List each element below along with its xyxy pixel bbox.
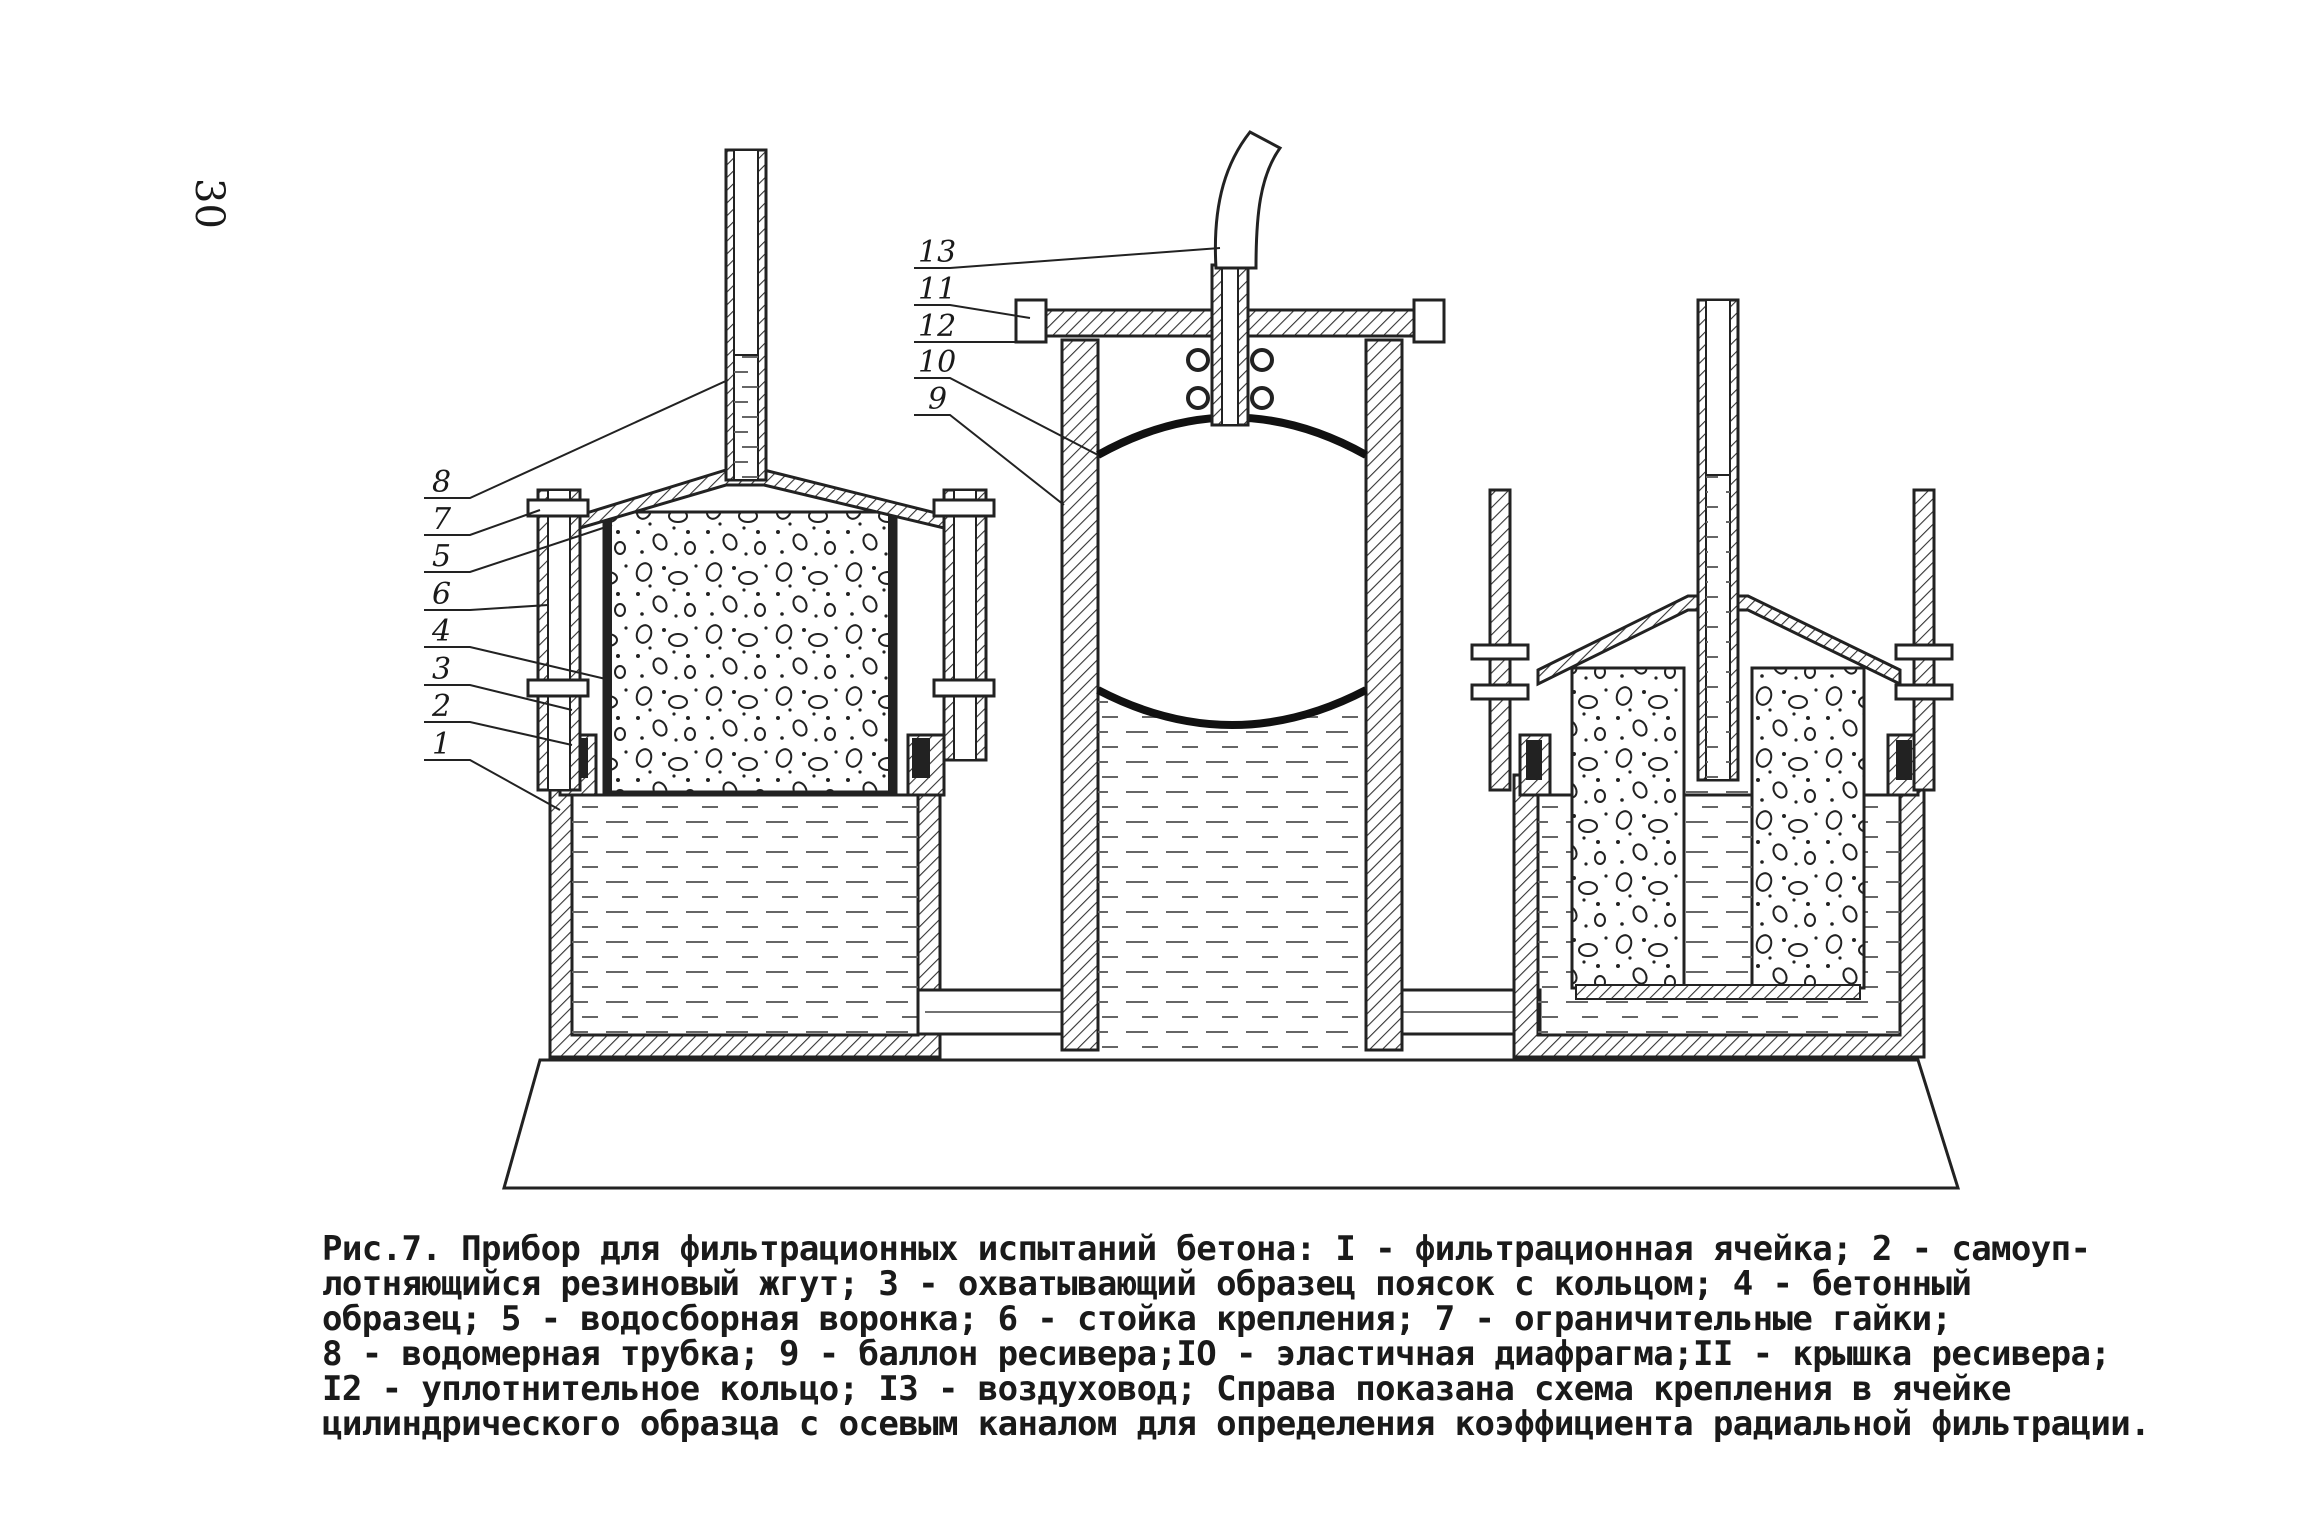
callout-1: 1 xyxy=(432,727,451,762)
callout-leaders xyxy=(424,247,1221,811)
caption-line: цилиндрического образца с осевым каналом… xyxy=(322,1404,2151,1444)
callout-7: 7 xyxy=(432,502,452,537)
caption-line: I2 - уплотнительное кольцо; I3 - воздухо… xyxy=(322,1369,2012,1409)
base-plate xyxy=(502,1058,1961,1190)
caption-line: Рис.7. Прибор для фильтрационных испытан… xyxy=(322,1229,2091,1269)
connecting-pipe-left xyxy=(916,988,1080,1036)
callout-12: 12 xyxy=(918,309,956,344)
callout-4: 4 xyxy=(431,614,451,649)
callout-5: 5 xyxy=(432,539,451,574)
callout-9: 9 xyxy=(928,382,947,417)
filtration-cell-right xyxy=(1470,298,1954,1059)
callout-13: 13 xyxy=(918,235,956,270)
caption-line: лотняющийся резиновый жгут; 3 - охватыва… xyxy=(322,1264,1972,1304)
callout-11: 11 xyxy=(918,272,956,307)
caption-line: 8 - водомерная трубка; 9 - баллон ресиве… xyxy=(322,1334,2111,1374)
callout-10: 10 xyxy=(918,345,956,380)
callout-6: 6 xyxy=(432,577,451,612)
receiver xyxy=(1014,130,1446,1052)
callout-8: 8 xyxy=(432,465,451,500)
callout-3: 3 xyxy=(432,652,451,687)
filtration-cell-left xyxy=(526,148,996,1059)
callout-2: 2 xyxy=(431,689,451,724)
figure-caption: Рис.7. Прибор для фильтрационных испытан… xyxy=(322,1232,2152,1442)
caption-line: образец; 5 - водосборная воронка; 6 - ст… xyxy=(322,1299,1952,1339)
